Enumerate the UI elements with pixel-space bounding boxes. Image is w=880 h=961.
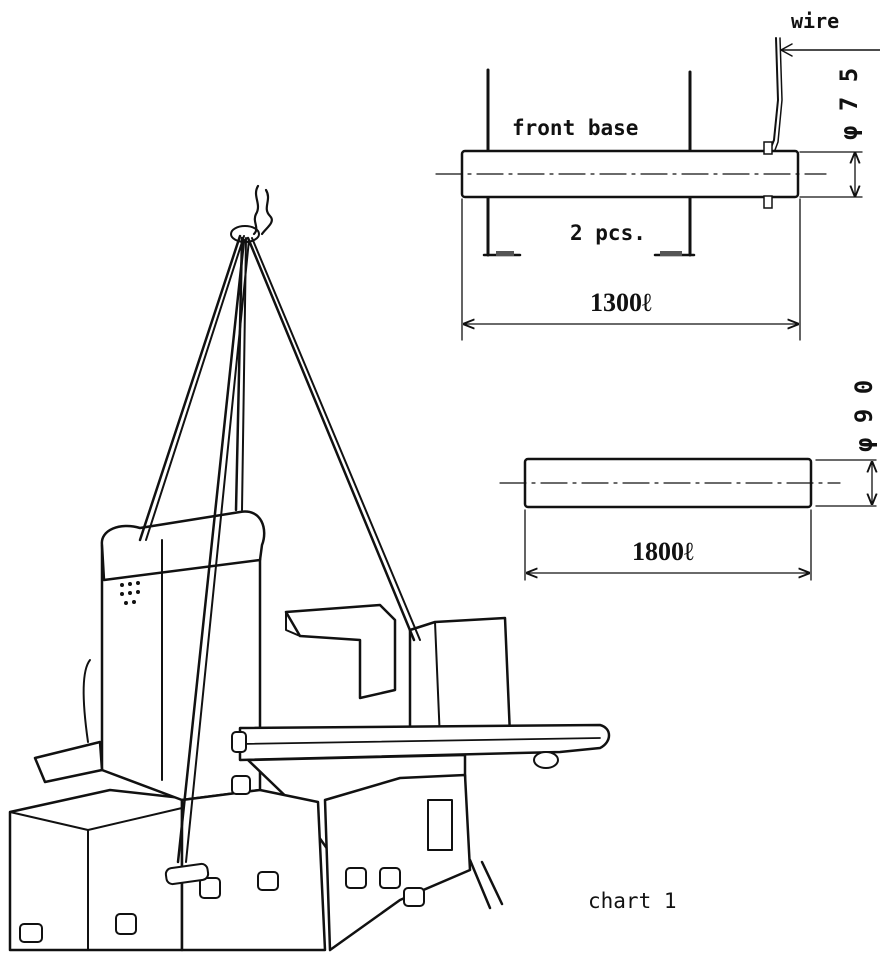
right-housing [408,616,512,742]
lug-icon [19,923,43,943]
pcs-label: 2 pcs. [570,221,646,245]
sling-line [251,237,421,641]
wire-clip [763,141,773,155]
sling-line [185,239,250,863]
housing-edge [434,621,441,741]
lug-icon [257,871,279,891]
machine-illustration [8,184,611,952]
brace [468,858,492,910]
length-1800-label: 1800ℓ [632,537,694,566]
pipe-1300-drawing [435,37,880,341]
lifting-bar [164,862,210,886]
lug-icon [379,867,401,889]
lug-icon [231,731,247,753]
left-bracket [33,740,104,784]
hook-icon [252,184,260,236]
sling-line [145,235,245,541]
wire-label: wire [791,9,839,33]
wire-line [774,37,783,151]
lug-icon [115,913,137,935]
work-table [238,723,611,762]
lug-icon [199,877,221,899]
slings [138,234,421,864]
wire-arrowhead [780,49,793,57]
lug-icon [345,867,367,889]
foot-block [496,251,514,256]
lug-icon [403,887,425,907]
phi75-label: φ 7 5 [835,68,863,140]
wire-clip [763,195,773,209]
ram-edge [285,611,301,637]
lifting-lugs [19,731,425,943]
wire-arrowhead [780,43,793,51]
brace [480,860,504,906]
phi90-label: φ 9 0 [850,380,878,452]
sling-line [138,234,242,542]
panel-window [427,799,453,851]
wire-line [769,37,779,151]
table-edge [239,737,601,745]
table-knob [533,751,559,769]
hook-icon [260,188,273,236]
left-curve [82,659,91,743]
sling-line [246,236,416,642]
front-base-label: front base [512,116,638,140]
vent-grille-icon [120,581,140,605]
sling-line [234,236,244,512]
lug-icon [231,775,251,795]
length-1300-label: 1300ℓ [590,288,652,317]
sling-line [176,238,246,864]
foot-block [660,251,682,256]
pipe-1800-drawing [499,457,876,581]
ram-head [284,603,397,700]
chart-caption: chart 1 [588,889,677,913]
